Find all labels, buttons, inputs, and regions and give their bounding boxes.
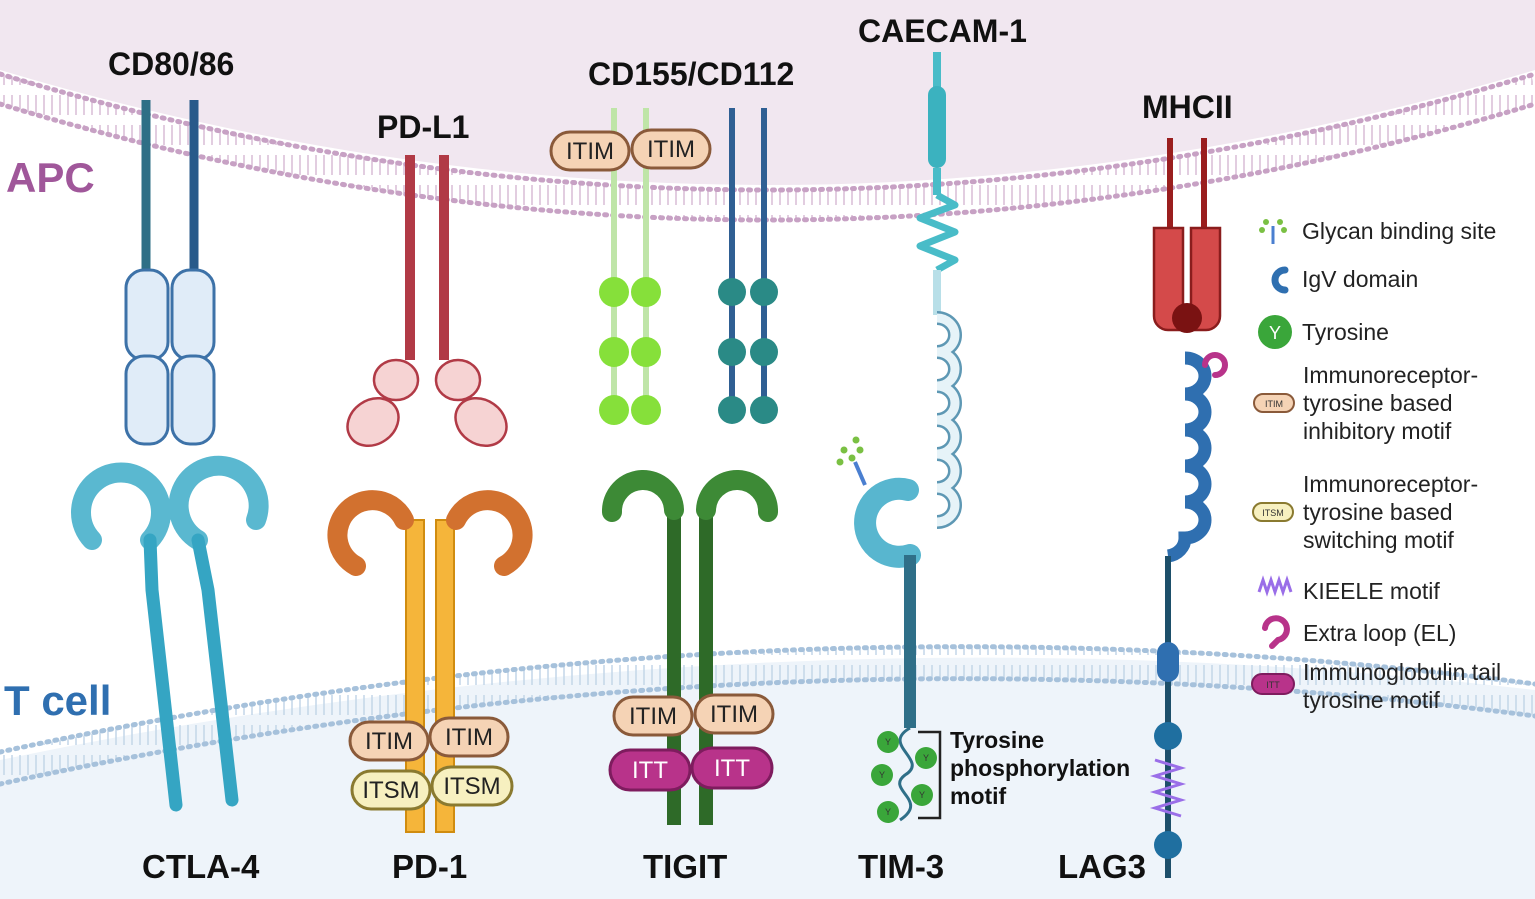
legend-tyrosine: Tyrosine xyxy=(1302,319,1389,345)
pdl1-ligand xyxy=(346,155,508,448)
pd1-itim-right: ITIM xyxy=(428,716,510,758)
legend-itim-line3: inhibitory motif xyxy=(1303,418,1452,444)
svg-text:Y: Y xyxy=(919,790,925,800)
legend-itsm-line1: Immunoreceptor- xyxy=(1303,471,1478,497)
lag3-receptor xyxy=(1149,351,1228,878)
legend-itt-line1: Immunoglobulin tail xyxy=(1303,659,1501,685)
tigit-itim-left: ITIM xyxy=(612,695,694,737)
svg-text:ITSM: ITSM xyxy=(362,777,419,804)
ctla4-label: CTLA-4 xyxy=(142,848,260,885)
lag3-label: LAG3 xyxy=(1058,848,1146,885)
legend-igv: IgV domain xyxy=(1302,266,1418,292)
svg-text:ITIM: ITIM xyxy=(710,701,758,728)
legend-itim-line2: tyrosine based xyxy=(1303,390,1453,416)
legend-igv-icon xyxy=(1271,266,1289,294)
legend-glycan-icon xyxy=(1259,219,1287,244)
svg-text:ITIM: ITIM xyxy=(365,728,413,755)
tim3-receptor xyxy=(836,436,921,822)
legend-itt-icon: ITT xyxy=(1251,673,1295,695)
pd1-itsm-left: ITSM xyxy=(350,769,432,811)
svg-text:Y: Y xyxy=(923,753,929,763)
lag3-kieele-motif-icon xyxy=(1149,758,1187,818)
pdl1-label: PD-L1 xyxy=(377,109,469,145)
cd155-itim-right: ITIM xyxy=(630,128,712,170)
cd155-itim-left: ITIM xyxy=(549,130,631,172)
cd80-86-ligand xyxy=(124,100,216,446)
svg-text:Y: Y xyxy=(885,807,891,817)
mhcii-label: MHCII xyxy=(1142,89,1233,125)
pd1-itsm-right: ITSM xyxy=(430,765,514,807)
legend: Glycan binding site IgV domain Y Tyrosin… xyxy=(1251,218,1501,713)
caecam1-ligand xyxy=(916,52,962,529)
svg-text:ITT: ITT xyxy=(632,757,668,784)
tigit-itim-right: ITIM xyxy=(693,693,775,735)
lag3-extra-loop-icon xyxy=(1202,352,1228,378)
tim3-annotation-bracket xyxy=(918,730,942,820)
legend-itsm-line3: switching motif xyxy=(1303,527,1454,553)
svg-text:ITSM: ITSM xyxy=(443,773,500,800)
cd155-ligand xyxy=(599,108,661,425)
svg-text:Y: Y xyxy=(885,737,891,747)
legend-tyrosine-icon xyxy=(1258,315,1292,349)
cd80-86-label: CD80/86 xyxy=(108,46,234,82)
svg-text:Y: Y xyxy=(879,770,885,780)
tigit-label: TIGIT xyxy=(643,848,727,885)
pd1-label: PD-1 xyxy=(392,848,467,885)
cd155-cd112-label: CD155/CD112 xyxy=(588,56,794,92)
tim3-glycan-icon xyxy=(836,436,867,486)
legend-itt-line2: tyrosine motif xyxy=(1303,687,1440,713)
tim3-tyrosines: Y Y Y Y Y xyxy=(871,731,937,823)
apc-cytoplasm xyxy=(0,0,1535,185)
legend-glycan: Glycan binding site xyxy=(1302,218,1496,244)
legend-itim-line1: Immunoreceptor- xyxy=(1303,362,1478,388)
svg-text:ITIM: ITIM xyxy=(1265,399,1283,409)
tim3-annotation-line1: Tyrosine xyxy=(950,727,1044,753)
mhcii-ligand xyxy=(1152,138,1222,333)
ctla4-receptor xyxy=(71,455,269,812)
legend-itsm-icon: ITSM xyxy=(1252,502,1294,522)
svg-text:ITIM: ITIM xyxy=(445,724,493,751)
legend-kieele: KIEELE motif xyxy=(1303,578,1440,604)
tigit-itt-left: ITT xyxy=(608,748,692,792)
apc-label: APC xyxy=(6,154,95,201)
legend-extra-loop: Extra loop (EL) xyxy=(1303,620,1456,646)
legend-itsm-line2: tyrosine based xyxy=(1303,499,1453,525)
tcell-label: T cell xyxy=(4,677,111,724)
legend-itim-icon: ITIM xyxy=(1253,393,1295,413)
svg-text:ITIM: ITIM xyxy=(566,138,614,165)
legend-tyrosine-symbol: Y xyxy=(1269,323,1281,343)
tim3-label: TIM-3 xyxy=(858,848,944,885)
legend-kieele-icon xyxy=(1257,575,1293,597)
tim3-annotation-line3: motif xyxy=(950,783,1007,809)
caecam1-label: CAECAM-1 xyxy=(858,13,1027,49)
svg-text:ITT: ITT xyxy=(1266,680,1280,690)
tim3-annotation-line2: phosphorylation xyxy=(950,755,1130,781)
svg-text:ITIM: ITIM xyxy=(629,703,677,730)
svg-text:ITSM: ITSM xyxy=(1262,508,1284,518)
legend-extra-loop-icon xyxy=(1262,615,1290,649)
cd112-ligand xyxy=(718,108,778,424)
svg-text:ITIM: ITIM xyxy=(647,136,695,163)
apc-membrane xyxy=(0,71,1535,223)
pd1-itim-left: ITIM xyxy=(348,720,430,762)
tigit-itt-right: ITT xyxy=(690,746,774,790)
svg-text:ITT: ITT xyxy=(714,755,750,782)
